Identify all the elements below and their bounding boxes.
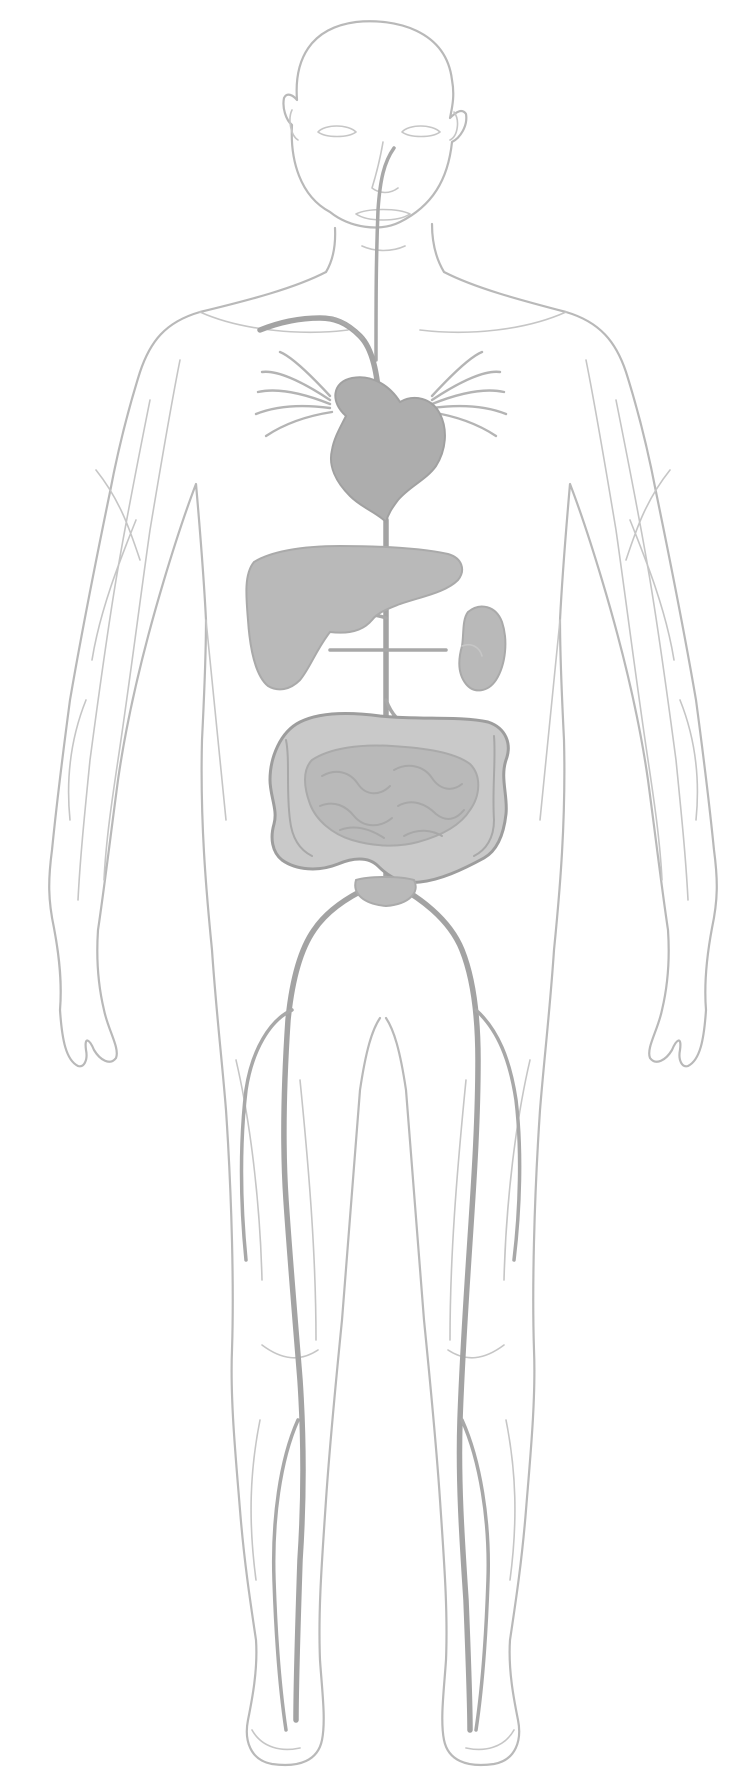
- left-foot: [252, 1730, 300, 1749]
- waist-left: [206, 620, 226, 820]
- mouth: [356, 210, 410, 221]
- left-leg-artery: [284, 880, 386, 1720]
- pelvic-organ: [355, 877, 415, 906]
- chest-line: [200, 312, 566, 332]
- heart: [331, 377, 445, 522]
- chin-line: [362, 246, 405, 251]
- left-lung-vessels: [256, 352, 332, 436]
- right-eye: [402, 126, 440, 137]
- waist-right: [540, 620, 560, 820]
- right-thigh-branch: [476, 1010, 520, 1260]
- right-foot: [466, 1730, 514, 1749]
- left-eye: [318, 126, 356, 137]
- neck-artery: [376, 148, 394, 360]
- liver: [246, 546, 462, 689]
- intestines: [270, 714, 508, 906]
- head-outline: [283, 21, 466, 227]
- left-knee: [262, 1345, 318, 1358]
- right-knee: [448, 1345, 504, 1358]
- kidney: [459, 607, 505, 691]
- right-leg-artery: [386, 880, 478, 1730]
